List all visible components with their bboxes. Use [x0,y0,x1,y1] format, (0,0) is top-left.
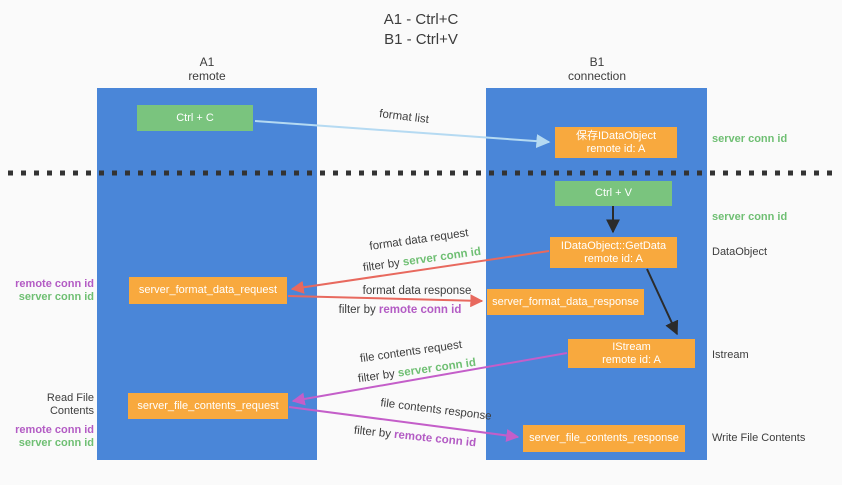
node-server-file-contents-response: server_file_contents_response [523,425,685,452]
column-header-b1: B1 connection [537,55,657,83]
node-server-format-data-request-label: server_format_data_request [138,284,278,296]
right-istream-label: Istream [712,349,749,361]
title-line-2: B1 - Ctrl+V [384,31,458,48]
filter-by-text: filter by [353,424,395,441]
left-read-file-contents: Read File Contents [46,392,94,417]
column-a1-subtitle: remote [188,69,226,83]
node-ctrl-v: Ctrl + V [555,181,672,206]
label-filter-by-remote-conn-id-2: filter by remote conn id [353,425,476,450]
node-istream-line1: IStream [612,340,651,353]
node-save-idataobject: 保存IDataObject remote id: A [555,127,677,158]
label-format-list: format list [378,108,430,126]
column-a1-name: A1 [199,55,215,69]
node-ctrl-v-label: Ctrl + V [595,187,632,199]
node-server-file-contents-request: server_file_contents_request [128,393,288,419]
node-server-file-contents-request-label: server_file_contents_request [137,399,279,412]
node-server-file-contents-response-label: server_file_contents_response [529,432,679,444]
node-server-format-data-response-label: server_format_data_response [492,295,639,308]
left-conn-id-group-file: Read File Contents remote conn id server… [4,392,94,450]
label-format-data-response: format data response [362,285,472,297]
left-remote-conn-id-2: remote conn id [15,424,94,436]
right-dataobject-label: DataObject [712,246,768,258]
node-save-idataobject-line1: 保存IDataObject [575,129,657,142]
column-header-a1: A1 remote [147,55,267,83]
node-idataobject-getdata-line2: remote id: A [584,252,643,265]
right-write-file-contents-label: Write File Contents [712,432,806,444]
node-server-format-data-response: server_format_data_response [487,289,644,315]
node-server-format-data-request: server_format_data_request [129,277,287,304]
filter-by-text: filter by [362,256,404,275]
left-server-conn-id-2: server conn id [18,437,94,449]
filter-by-text: filter by [338,304,379,316]
node-idataobject-getdata-line1: IDataObject::GetData [560,239,667,252]
remote-conn-id-text: remote conn id [378,304,462,316]
left-conn-id-group-format: remote conn id server conn id [4,278,94,304]
left-remote-conn-id-1: remote conn id [15,278,94,290]
node-ctrl-c-label: Ctrl + C [176,111,214,124]
column-b1-name: B1 [589,55,605,69]
node-istream-line2: remote id: A [602,353,661,366]
left-server-conn-id-1: server conn id [18,291,94,303]
filter-by-text: filter by [357,367,399,386]
node-ctrl-c: Ctrl + C [137,105,253,131]
label-file-contents-response: file contents response [379,397,493,423]
server-conn-id-text: server conn id [402,245,482,269]
column-b1-subtitle: connection [567,69,627,83]
diagram-title: A1 - Ctrl+C B1 - Ctrl+V [301,10,541,50]
node-idataobject-getdata: IDataObject::GetData remote id: A [550,237,677,268]
node-istream: IStream remote id: A [568,339,695,368]
remote-conn-id-text: remote conn id [393,428,477,450]
right-server-conn-id-top: server conn id [712,133,788,145]
right-server-conn-id-mid: server conn id [712,211,788,223]
label-filter-by-remote-conn-id-1: filter by remote conn id [339,304,462,316]
title-line-1: A1 - Ctrl+C [383,11,459,28]
node-save-idataobject-line2: remote id: A [586,142,646,155]
server-conn-id-text: server conn id [397,356,477,380]
